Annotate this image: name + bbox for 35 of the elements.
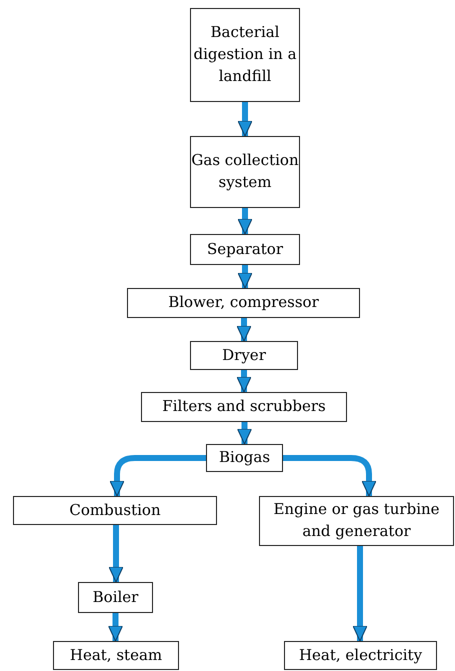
process-box xyxy=(190,234,300,265)
flow-arrow xyxy=(236,370,252,392)
flow-arrow xyxy=(108,613,123,642)
process-box xyxy=(190,341,298,370)
box-label: Separator xyxy=(206,238,284,260)
flow-arrow xyxy=(237,422,252,444)
box-label: Bacterial digestion in a landfill xyxy=(192,22,298,87)
box-label: Gas collection system xyxy=(191,150,299,193)
process-box xyxy=(284,641,437,670)
flow-arrow xyxy=(108,525,124,582)
flow-arrow xyxy=(236,318,252,342)
box-label: Combustion xyxy=(69,500,161,521)
flow-arrow xyxy=(352,546,368,642)
process-box xyxy=(53,641,179,670)
flow-arrow xyxy=(238,265,252,288)
process-box xyxy=(127,288,360,318)
box-label: Dryer xyxy=(222,344,266,366)
box-label: Boiler xyxy=(92,586,138,608)
process-box xyxy=(259,496,454,546)
process-box xyxy=(190,8,300,102)
box-label: Heat, steam xyxy=(70,644,162,666)
box-label: Biogas xyxy=(218,447,270,468)
process-box xyxy=(190,136,300,208)
flow-arrow xyxy=(110,455,206,496)
flow-arrow xyxy=(238,208,252,234)
flow-arrow xyxy=(238,102,252,136)
process-box xyxy=(141,392,347,422)
box-label: Heat, electricity xyxy=(298,644,422,666)
box-label: Filters and scrubbers xyxy=(162,396,326,418)
process-box xyxy=(13,496,217,525)
process-box xyxy=(78,582,153,613)
flow-arrow xyxy=(283,455,376,496)
process-box xyxy=(206,444,283,472)
box-label: Engine or gas turbine and generator xyxy=(272,499,441,542)
box-label: Blower, compressor xyxy=(168,292,319,314)
